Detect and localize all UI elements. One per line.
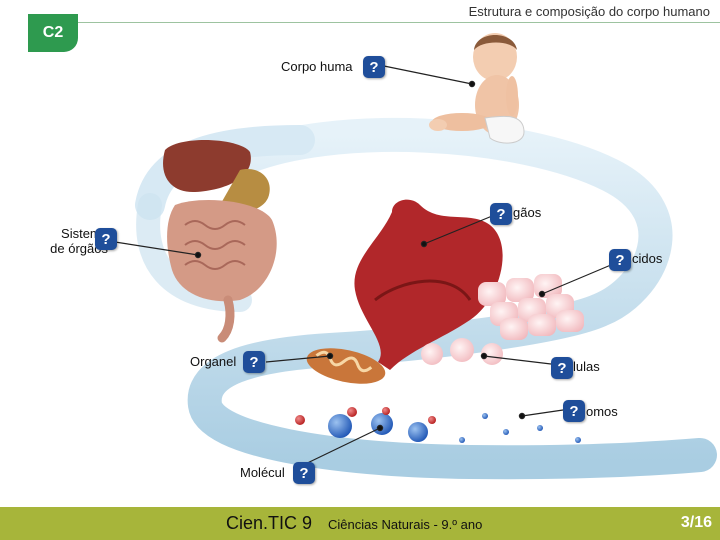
question-button-atomos[interactable]: ? (563, 400, 585, 422)
question-button-moleculas[interactable]: ? (293, 462, 315, 484)
label-sistemas-line2: de órgãos (50, 241, 108, 256)
label-orgaos: gãos (513, 205, 542, 220)
label-corpo-humano: Corpo huma (281, 59, 353, 74)
cells-illustration (421, 338, 503, 365)
organ-system-illustration (163, 140, 277, 343)
organelle-illustration (306, 348, 386, 384)
chapter-badge: C2 (28, 14, 78, 52)
question-button-organelos[interactable]: ? (243, 351, 265, 373)
atoms-illustration (459, 413, 581, 443)
stomach-illustration (354, 199, 503, 370)
baby-illustration (429, 33, 525, 144)
connector-lines (114, 65, 619, 469)
label-moleculas: Molécul (240, 465, 285, 480)
page-number: 3/16 (680, 514, 712, 531)
tissue-illustration (478, 274, 584, 340)
question-button-sistemas-de-orgaos[interactable]: ? (95, 228, 117, 250)
question-button-orgaos[interactable]: ? (490, 203, 512, 225)
label-atomos: omos (586, 404, 618, 419)
question-button-tecidos[interactable]: ? (609, 249, 631, 271)
question-button-corpo-humano[interactable]: ? (363, 56, 385, 78)
label-celulas: lulas (573, 359, 600, 374)
molecules-illustration (295, 407, 436, 442)
footer-bar: Cien.TIC 9 Ciências Naturais - 9.º ano 3… (0, 507, 720, 540)
question-button-celulas[interactable]: ? (551, 357, 573, 379)
label-organelos: Organel (190, 354, 237, 369)
footer-brand: Cien.TIC 9 (226, 513, 313, 533)
label-tecidos: cidos (632, 251, 663, 266)
header-divider (52, 22, 720, 23)
page-title: Estrutura e composição do corpo humano (468, 4, 710, 19)
footer-subtitle: Ciências Naturais - 9.º ano (328, 517, 483, 532)
